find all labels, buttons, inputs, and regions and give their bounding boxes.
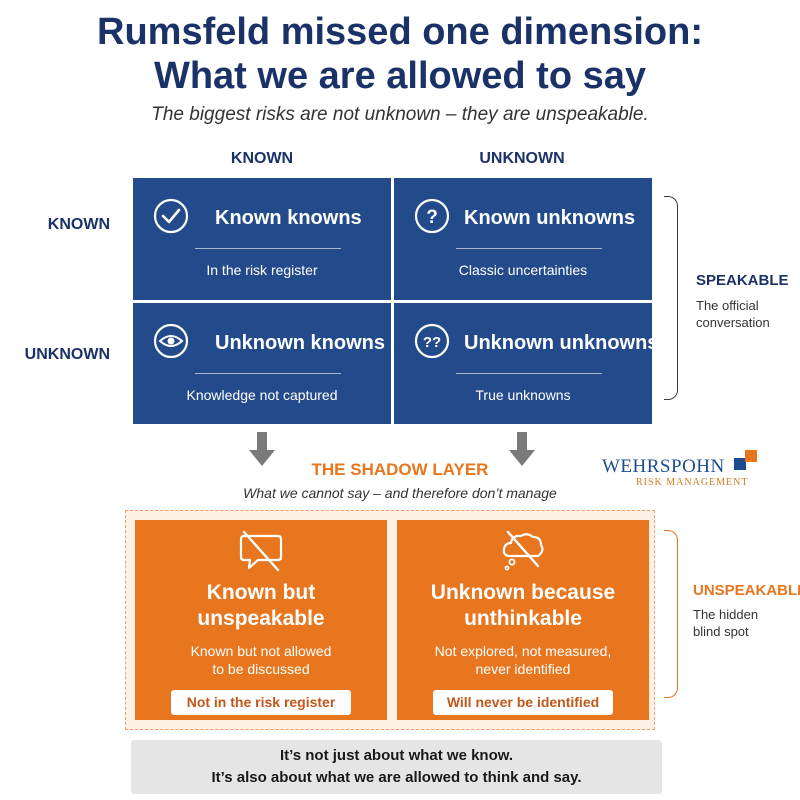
matrix-cell-title: Unknown unknowns — [464, 331, 659, 354]
logo-tagline: RISK MANAGEMENT — [636, 477, 749, 488]
company-logo: WEHRSPOHN RISK MANAGEMENT — [602, 446, 762, 490]
shadow-cell-unknown-unthinkable: Unknown because unthinkable Not explored… — [397, 520, 649, 720]
shadow-cell-desc-line: to be discussed — [212, 661, 310, 677]
footer-line: It’s not just about what we know. — [279, 747, 514, 764]
crossed-speech-bubble-icon — [239, 530, 283, 572]
matrix-cell-desc: In the risk register — [206, 262, 318, 278]
logo-wordmark: WEHRSPOHN — [602, 456, 725, 477]
speakable-desc-line: The official — [696, 298, 759, 313]
svg-text:?: ? — [426, 207, 438, 228]
svg-text:??: ?? — [423, 334, 441, 351]
shadow-cell-title-line: unthinkable — [464, 607, 582, 630]
matrix-cell-known-unknowns: ? Known unknowns Classic uncertainties — [394, 178, 652, 300]
speakable-description: The official conversation — [696, 297, 770, 331]
shadow-cell-desc-line: never identified — [475, 661, 571, 677]
page-subtitle: The biggest risks are not unknown – they… — [151, 104, 649, 125]
checkmark-circle-icon — [153, 198, 189, 234]
shadow-cell-pill: Will never be identified — [433, 690, 613, 715]
row-header-known: KNOWN — [47, 216, 110, 233]
unspeakable-desc-line: blind spot — [693, 624, 749, 639]
column-header-unknown: UNKNOWN — [479, 150, 565, 167]
shadow-cell-title-line: Known but — [206, 581, 316, 604]
matrix-cell-desc: Classic uncertainties — [458, 262, 588, 278]
double-question-circle-icon: ?? — [414, 323, 450, 358]
shadow-cell-title-line: unspeakable — [197, 607, 325, 630]
matrix-cell-desc: Knowledge not captured — [186, 386, 338, 403]
unspeakable-desc-line: The hidden — [693, 607, 759, 622]
speakable-label: SPEAKABLE — [696, 272, 789, 289]
eye-circle-icon — [153, 323, 189, 358]
shadow-cell-pill: Not in the risk register — [171, 690, 351, 715]
shadow-cell-title: Unknown because unthinkable — [397, 580, 649, 632]
down-arrow-icon — [249, 432, 275, 466]
unspeakable-description: The hidden blind spot — [693, 606, 758, 640]
shadow-cell-known-unspeakable: Known but unspeakable Known but not allo… — [135, 520, 387, 720]
unspeakable-bracket — [664, 530, 678, 698]
column-header-known: KNOWN — [230, 150, 294, 167]
matrix-cell-unknown-unknowns: ?? Unknown unknowns True unknowns — [394, 302, 658, 424]
shadow-layer-title: THE SHADOW LAYER — [311, 460, 489, 479]
footer-line: It’s also about what we are allowed to t… — [211, 769, 582, 786]
matrix-cell-unknown-knowns: Unknown knowns Knowledge not captured — [133, 302, 391, 424]
title-line-1: Rumsfeld missed one dimension: — [97, 11, 703, 53]
rumsfeld-matrix: Known knowns In the risk register ? Know… — [133, 178, 658, 424]
speakable-desc-line: conversation — [696, 315, 770, 330]
speakable-bracket — [664, 196, 678, 400]
page-title: Rumsfeld missed one dimension: What we a… — [0, 10, 800, 98]
unspeakable-label: UNSPEAKABLE — [693, 582, 800, 599]
shadow-cell-desc: Known but not allowed to be discussed — [135, 642, 387, 678]
shadow-cell-desc: Not explored, not measured, never identi… — [397, 642, 649, 678]
matrix-cell-title: Known knowns — [215, 207, 362, 229]
shadow-cell-title-line: Unknown because — [430, 581, 616, 604]
divider — [195, 248, 341, 249]
divider — [195, 372, 341, 374]
title-line-2: What we are allowed to say — [153, 55, 647, 97]
shadow-cell-desc-line: Not explored, not measured, — [434, 643, 612, 659]
matrix-cell-title: Known unknowns — [464, 207, 636, 229]
shadow-cell-desc-line: Known but not allowed — [190, 643, 332, 659]
shadow-cell-title: Known but unspeakable — [135, 580, 387, 632]
row-header-unknown: UNKNOWN — [24, 346, 110, 363]
divider — [456, 372, 602, 374]
crossed-thought-bubble-icon — [502, 530, 544, 571]
matrix-cell-known-knowns: Known knowns In the risk register — [133, 178, 391, 300]
question-circle-icon: ? — [414, 198, 450, 234]
shadow-layer-subtitle: What we cannot say – and therefore don’t… — [243, 485, 557, 501]
footer-message: It’s not just about what we know. It’s a… — [131, 740, 662, 794]
logo-square-orange — [745, 450, 757, 462]
divider — [456, 248, 602, 249]
matrix-cell-title: Unknown knowns — [215, 331, 385, 354]
matrix-cell-desc: True unknowns — [475, 386, 571, 403]
logo-square-blue — [734, 458, 746, 470]
down-arrow-icon — [509, 432, 535, 466]
